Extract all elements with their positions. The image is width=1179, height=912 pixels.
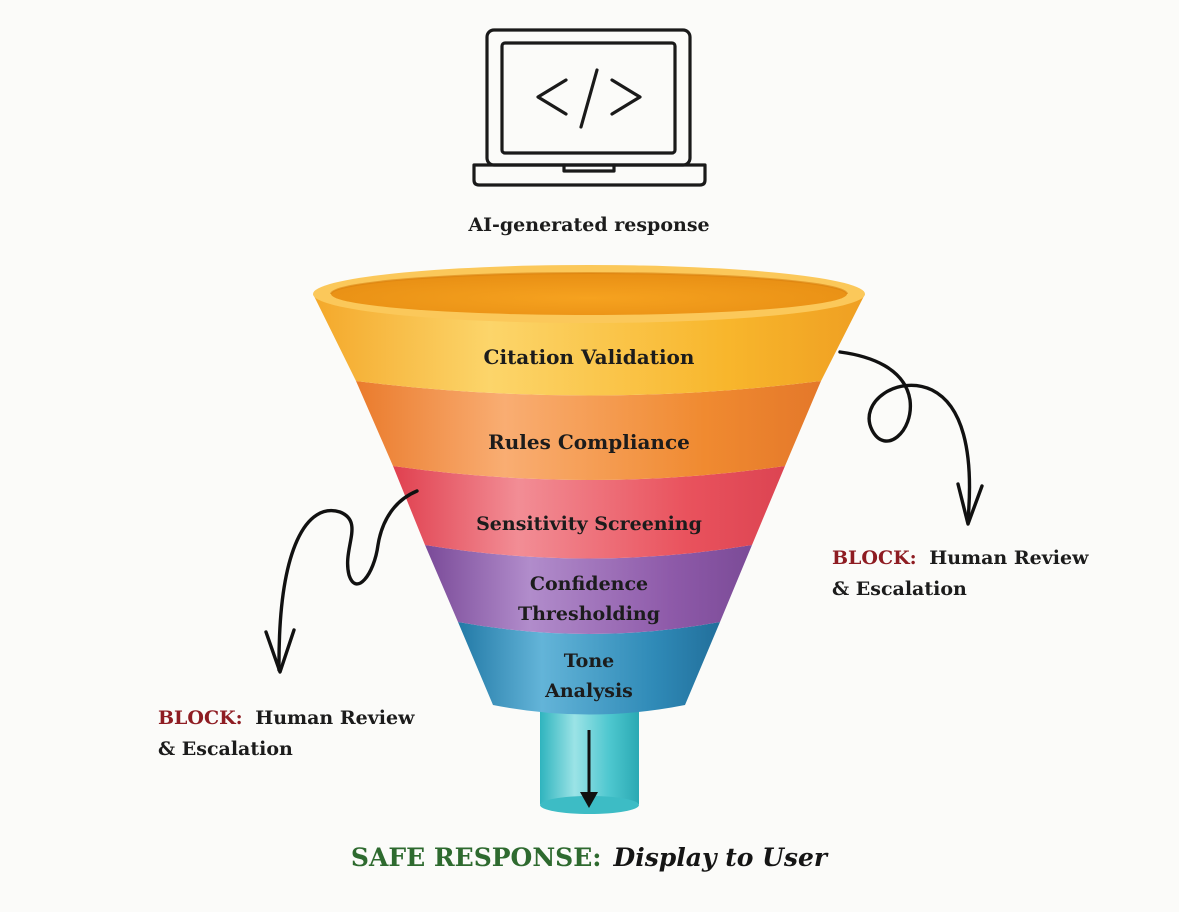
filter-label-rules-compliance: Rules Compliance [488,430,690,454]
output-label: SAFE RESPONSE: Display to User [351,843,829,872]
block-text-left-line2: & Escalation [158,738,293,760]
source-label: AI-generated response [467,214,709,236]
funnel-band-tone-analysis [458,622,720,715]
output-arrow [580,730,598,808]
block-arrow-right [838,350,984,526]
output-keyword: SAFE RESPONSE: [351,843,602,872]
funnel-band-rules-compliance [356,381,821,480]
funnel-rim [313,265,865,323]
funnel-band-citation-validation [313,294,865,396]
block-text-right-line1: Human Review [929,547,1089,569]
filter-label-tone: Tone [564,650,615,672]
filter-label-confidence: Confidence [530,573,648,595]
filter-label-sensitivity-screening: Sensitivity Screening [476,513,702,535]
block-text-right-line2: & Escalation [832,578,967,600]
filter-label-thresholding: Thresholding [518,603,660,625]
block-text-left-line1: Human Review [255,707,415,729]
funnel-band-confidence-thresholding [425,545,752,634]
output-text: Display to User [613,843,829,872]
block-label-right: BLOCK: Human Review & Escalation [832,547,1089,600]
svg-text:BLOCK: Human Review: BLOCK: Human Review [832,547,1089,569]
block-keyword-left: BLOCK: [158,707,243,729]
filter-label-citation-validation: Citation Validation [484,345,695,369]
funnel-band-sensitivity-screening [393,466,785,559]
block-keyword-right: BLOCK: [832,547,917,569]
laptop-code-icon [472,28,707,187]
funnel: Citation Validation Rules Compliance Sen… [313,265,865,814]
block-arrow-left [264,489,419,674]
block-label-left: BLOCK: Human Review & Escalation [158,707,415,760]
filter-label-analysis: Analysis [544,680,633,702]
svg-text:BLOCK: Human Review: BLOCK: Human Review [158,707,415,729]
